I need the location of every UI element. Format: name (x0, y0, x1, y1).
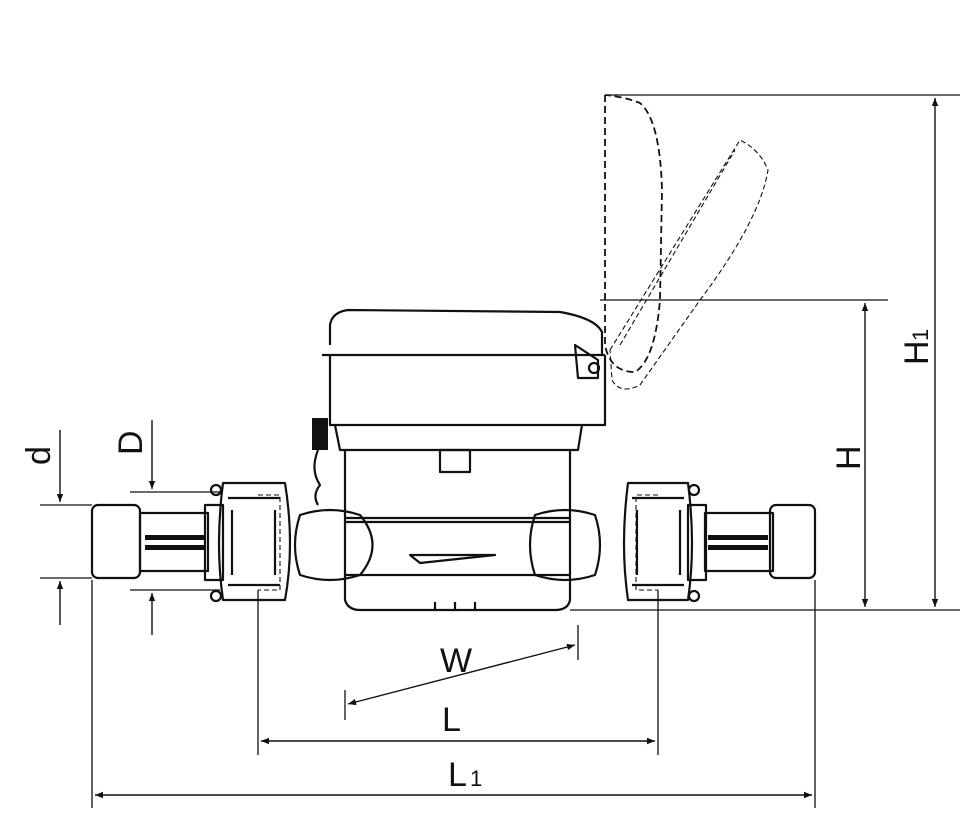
dimension-lines (56, 98, 939, 799)
label-L1-main: L (448, 756, 467, 794)
label-H1-sub: 1 (908, 329, 933, 341)
open-lid-outline (604, 94, 769, 390)
label-W: W (440, 642, 472, 680)
label-L1-sub: 1 (470, 766, 482, 791)
meter-body (293, 450, 602, 612)
label-H: H (830, 445, 868, 470)
label-L: L (442, 701, 461, 739)
right-fitting (622, 481, 817, 603)
meter-register (312, 308, 607, 506)
label-d: d (20, 446, 58, 465)
extension-lines (40, 94, 960, 808)
label-L1: L 1 (448, 756, 482, 794)
label-H1-main: H (898, 340, 936, 365)
label-H1: H 1 (898, 329, 936, 365)
left-fitting (90, 481, 292, 603)
label-D: D (112, 430, 150, 455)
